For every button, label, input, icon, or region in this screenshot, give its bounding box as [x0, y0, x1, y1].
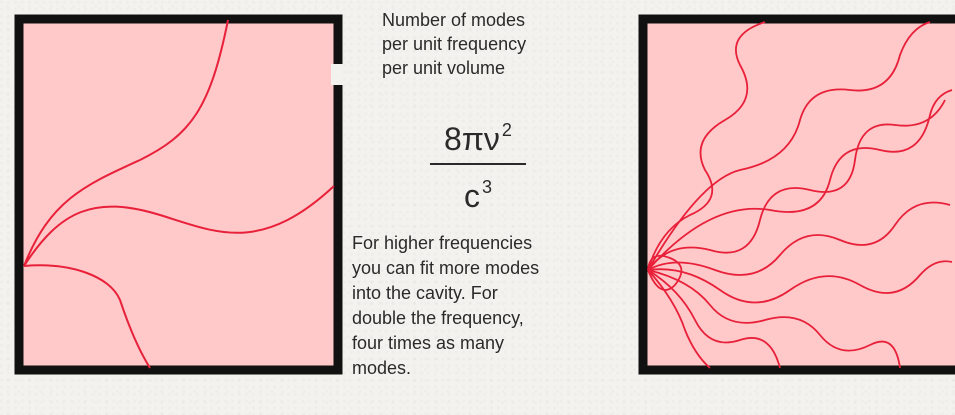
mode-density-caption: Number of modes per unit frequency per u…	[382, 8, 622, 80]
fraction-bar	[430, 163, 526, 165]
cavity-interior	[644, 20, 955, 368]
explanation-text: For higher frequencies you can fit more …	[352, 231, 642, 381]
denominator-exponent: 3	[482, 177, 492, 197]
caption-line: per unit volume	[382, 56, 622, 80]
explanation-line: modes.	[352, 356, 642, 381]
caption-line: per unit frequency	[382, 32, 622, 56]
high-frequency-cavity	[630, 0, 955, 380]
numerator-exponent: 2	[502, 120, 512, 140]
cavity-interior	[20, 20, 336, 368]
low-frequency-cavity	[0, 0, 345, 380]
explanation-line: For higher frequencies	[352, 231, 642, 256]
numerator-text: 8πν	[444, 121, 500, 157]
caption-line: Number of modes	[382, 8, 622, 32]
explanation-line: you can fit more modes	[352, 256, 642, 281]
explanation-line: four times as many	[352, 331, 642, 356]
denominator-text: c	[464, 178, 480, 214]
explanation-line: double the frequency,	[352, 306, 642, 331]
explanation-line: into the cavity. For	[352, 281, 642, 306]
cavity-opening	[331, 64, 343, 85]
